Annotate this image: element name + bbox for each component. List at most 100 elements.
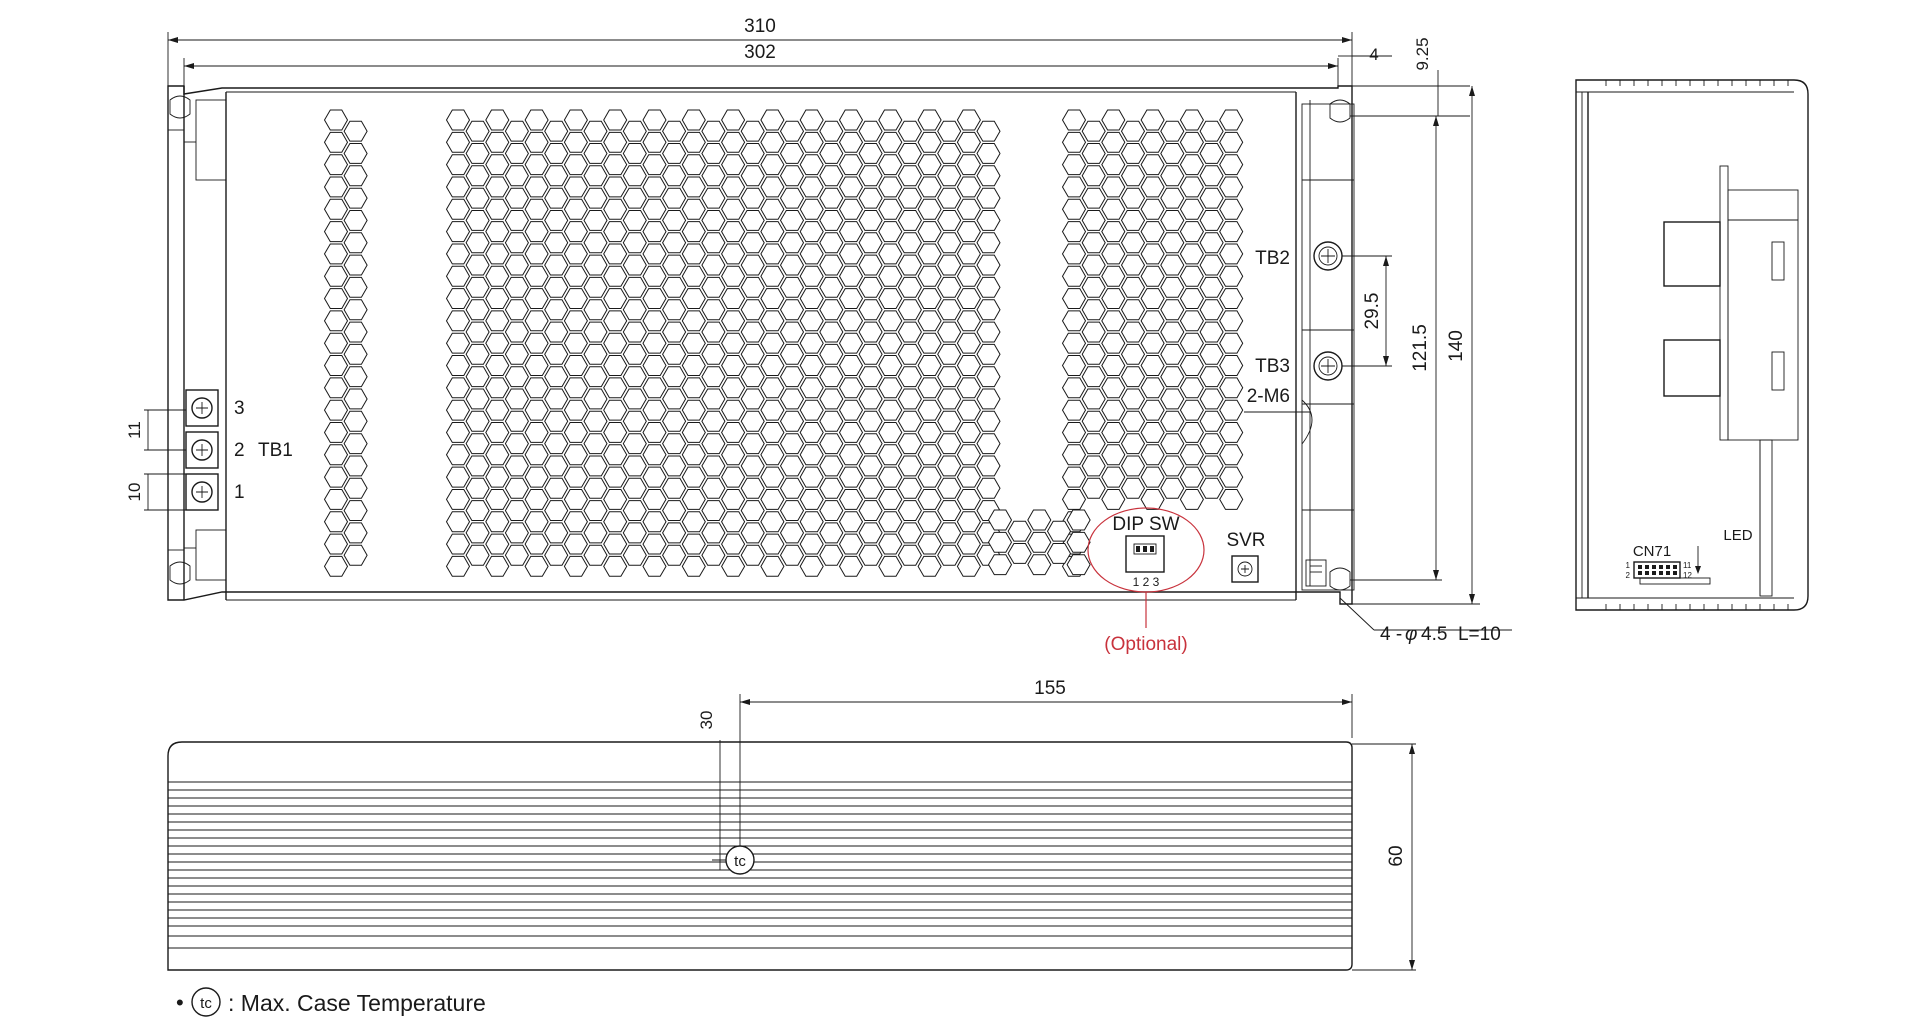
vent-hex — [1120, 143, 1146, 164]
legend-text: : Max. Case Temperature — [228, 990, 486, 1016]
vent-hex — [504, 477, 529, 499]
vent-hex — [524, 131, 549, 153]
cn71-pin — [1673, 571, 1677, 575]
vent-hex — [701, 143, 726, 164]
vent-hex — [1179, 466, 1204, 488]
vent-hex — [485, 310, 510, 332]
vent-hex — [681, 511, 706, 533]
vent-hex — [937, 544, 962, 566]
vent-hex — [504, 187, 529, 209]
vent-hex — [662, 433, 687, 455]
vent-hex — [662, 522, 687, 544]
vent-hex — [1179, 221, 1204, 243]
vent-hex — [504, 544, 529, 566]
vent-hex — [323, 355, 349, 376]
vent-hex — [819, 232, 844, 254]
vent-hex — [681, 243, 706, 265]
vent-hex — [1199, 120, 1224, 142]
vent-hex — [1120, 433, 1146, 455]
vent-hex — [760, 243, 785, 265]
vent-hex — [445, 377, 471, 399]
vent-hex — [878, 444, 903, 466]
vent-hex — [956, 154, 981, 176]
vent-hex — [563, 310, 588, 332]
vent-hex — [622, 544, 647, 566]
cn71-connector — [1633, 561, 1681, 579]
vent-hex — [721, 154, 746, 176]
vent-hex — [1199, 321, 1224, 343]
vent-hex — [838, 288, 864, 309]
vent-hex — [622, 254, 647, 276]
housing-outline — [167, 85, 1353, 605]
vent-hex — [1219, 288, 1244, 309]
vent-hex — [323, 265, 349, 287]
vent-hex — [642, 466, 667, 488]
vent-hex — [544, 544, 569, 566]
vent-hex — [1179, 288, 1204, 309]
vent-hex — [956, 355, 981, 376]
vent-hex — [1219, 422, 1244, 443]
vent-hex — [721, 332, 746, 354]
vent-hex — [642, 332, 667, 354]
vent-hex — [445, 198, 471, 220]
vent-hex — [760, 310, 785, 332]
vent-hex — [544, 321, 569, 343]
vent-hex — [976, 232, 1001, 254]
vent-hex — [740, 500, 765, 521]
vent-hex — [701, 299, 726, 321]
vent-hex — [721, 176, 746, 198]
vent-hex — [1140, 310, 1165, 332]
vent-hex — [1179, 489, 1204, 510]
vent-hex — [445, 332, 471, 354]
vent-hex — [323, 422, 349, 443]
vent-hex — [701, 232, 726, 254]
vent-hex — [799, 355, 824, 376]
vent-hex — [976, 410, 1001, 432]
vent-hex — [1120, 232, 1146, 254]
vent-hex — [1179, 355, 1204, 376]
vent-hex — [740, 254, 765, 276]
vent-hex — [1081, 210, 1106, 231]
vent-hex — [1101, 288, 1126, 309]
vent-hex — [642, 533, 667, 555]
vent-hex — [323, 466, 349, 488]
vent-hex — [937, 299, 962, 321]
right-dimensions: 9.25 29.5 121.5 140 — [1342, 37, 1480, 605]
vent-hex — [544, 299, 569, 321]
vent-hex — [504, 299, 529, 321]
vent-hex — [544, 410, 569, 432]
vent-hex — [701, 210, 726, 231]
vent-hex — [343, 366, 368, 388]
vent-hex — [819, 210, 844, 231]
vent-hex — [681, 355, 706, 376]
vent-hex — [1120, 343, 1146, 365]
vent-hex — [622, 388, 647, 410]
side-view: 155 30 tc 60 — [167, 678, 1416, 971]
vent-hex — [740, 165, 765, 187]
vent-hex — [779, 232, 805, 254]
dip-switch-pins: 1 2 3 — [1133, 575, 1160, 589]
vent-hex — [721, 422, 746, 443]
vent-hex — [760, 422, 785, 443]
vent-hex — [819, 343, 844, 365]
vent-hex — [563, 176, 588, 198]
vent-hex — [1160, 276, 1185, 298]
vent-hex — [1101, 489, 1126, 510]
vent-hex — [1120, 366, 1146, 388]
vent-hex — [937, 366, 962, 388]
vent-hex — [1199, 143, 1224, 164]
vent-hex — [976, 187, 1001, 209]
vent-hex — [779, 410, 805, 432]
vent-hex — [838, 221, 864, 243]
vent-hex — [1101, 243, 1126, 265]
vent-hex — [323, 176, 349, 198]
mount-hole-top-left — [169, 95, 191, 119]
vent-hex — [917, 288, 942, 309]
vent-hex — [1219, 377, 1244, 399]
vent-hex — [819, 522, 844, 544]
vent-hex — [799, 288, 824, 309]
vent-hex — [445, 466, 471, 488]
vent-hex — [987, 509, 1013, 531]
vent-hex — [956, 422, 981, 443]
vent-hex — [1199, 455, 1224, 477]
